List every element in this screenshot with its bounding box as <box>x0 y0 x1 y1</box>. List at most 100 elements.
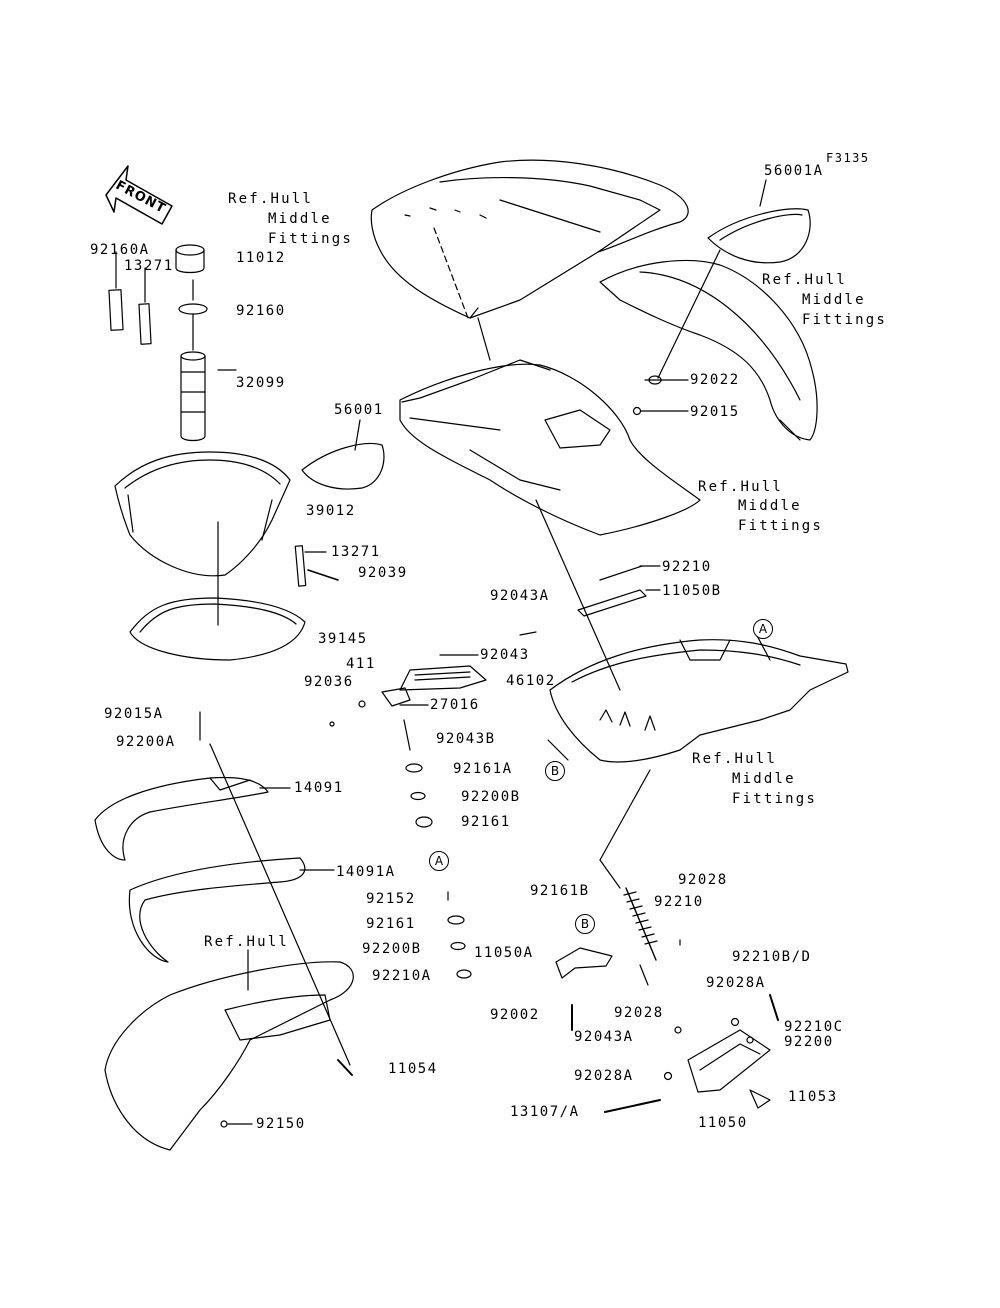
part-label: 11012 <box>236 250 286 266</box>
part-label: 92210 <box>654 894 704 910</box>
part-label: 14091 <box>294 780 344 796</box>
ref-label-4-line2: Middle <box>732 771 796 787</box>
part-label: 92200 <box>784 1034 834 1050</box>
leader-line <box>547 739 569 761</box>
storage-bin-39012 <box>114 451 291 577</box>
lower-tray-right <box>549 639 849 763</box>
part-label: 11050 <box>698 1115 748 1131</box>
part-label: 92043 <box>480 647 530 663</box>
part-label: 92160A <box>90 242 150 258</box>
bolt-stack <box>403 719 472 979</box>
part-label: 92043A <box>574 1029 634 1045</box>
bolt-13107A <box>604 1099 661 1113</box>
part-label: 92210 <box>662 559 712 575</box>
latch-46102 <box>399 665 487 691</box>
part-label: 39012 <box>306 503 356 519</box>
part-label: 56001 <box>334 402 384 418</box>
leader-line <box>477 317 491 361</box>
callout-b: B <box>575 914 595 934</box>
leader-line <box>759 179 767 207</box>
filler-cap-11012 <box>175 244 205 274</box>
part-label: 27016 <box>430 697 480 713</box>
front-arrow-icon <box>105 165 173 225</box>
ref-label-2-line3: Fittings <box>802 312 888 328</box>
storage-lid-56001 <box>301 442 385 490</box>
part-label: 13107/A <box>510 1104 580 1120</box>
ref-label-4-line1: Ref.Hull <box>692 751 778 767</box>
ref-label-3-line2: Middle <box>738 498 802 514</box>
callout-a: A <box>753 619 773 639</box>
leader-line <box>599 769 651 861</box>
ref-label-2-line1: Ref.Hull <box>762 272 848 288</box>
ref-label-3-line1: Ref.Hull <box>698 479 784 495</box>
part-label: 92015A <box>104 706 164 722</box>
part-label: 92200B <box>362 941 422 957</box>
gasket-39145 <box>129 597 306 661</box>
lower-cover-14091A <box>128 857 306 963</box>
part-label: 92002 <box>490 1007 540 1023</box>
part-label: 92161A <box>453 761 513 777</box>
leader-line <box>209 743 351 1066</box>
part-label: 39145 <box>318 631 368 647</box>
part-label: 92028 <box>678 872 728 888</box>
part-label: 92022 <box>690 372 740 388</box>
gasket-92160 <box>178 303 208 315</box>
part-label: 11050B <box>662 583 722 599</box>
part-label: 56001A <box>764 163 824 179</box>
part-label: 92210A <box>372 968 432 984</box>
part-label: 92043B <box>436 731 496 747</box>
part-label: 92043A <box>490 588 550 604</box>
bracket-13271 <box>294 545 307 587</box>
part-label: 92028A <box>574 1068 634 1084</box>
callout-a: A <box>429 851 449 871</box>
ref-label-1-line2: Middle <box>268 211 332 227</box>
part-label: 411 <box>346 656 376 672</box>
filler-pipe-32099 <box>180 351 206 442</box>
latch-27016 <box>381 687 411 707</box>
spring-92161B <box>623 887 658 961</box>
part-label: 92161 <box>366 916 416 932</box>
part-label: 92161B <box>530 883 590 899</box>
part-label: 92028A <box>706 975 766 991</box>
part-label: 92161 <box>461 814 511 830</box>
bracket-11050A <box>555 947 613 979</box>
part-label: 92160 <box>236 303 286 319</box>
part-label: 13271 <box>124 258 174 274</box>
part-label: 11050A <box>474 945 534 961</box>
part-label: 92210B/D <box>732 949 812 965</box>
leader-line <box>354 419 361 451</box>
part-label: 14091A <box>336 864 396 880</box>
strip-92160A <box>108 289 124 331</box>
part-label: 13271 <box>331 544 381 560</box>
nose-cover-14091 <box>94 776 269 861</box>
side-fairing-right <box>599 259 818 441</box>
part-label: 92039 <box>358 565 408 581</box>
leader-line <box>433 227 469 319</box>
leader-line <box>599 859 621 889</box>
part-label: 11053 <box>788 1089 838 1105</box>
part-label: 92015 <box>690 404 740 420</box>
ref-label-4-line3: Fittings <box>732 791 818 807</box>
part-label: 92200A <box>116 734 176 750</box>
callout-b: B <box>545 761 565 781</box>
ref-label-3-line3: Fittings <box>738 518 824 534</box>
part-label: 32099 <box>236 375 286 391</box>
ref-label-2-line2: Middle <box>802 292 866 308</box>
ref-label-1-line3: Fittings <box>268 231 354 247</box>
ref-label-1-line1: Ref.Hull <box>228 191 314 207</box>
plate-11053 <box>749 1089 771 1109</box>
storage-lid-56001A <box>707 208 811 264</box>
part-label: 46102 <box>506 673 556 689</box>
bracket-11050B <box>577 589 647 617</box>
part-label: 11054 <box>388 1061 438 1077</box>
handle-11050 <box>687 1029 771 1093</box>
leader-line <box>535 499 621 691</box>
part-label: 92150 <box>256 1116 306 1132</box>
strip-13271 <box>138 303 152 345</box>
hull-bow <box>104 961 354 1151</box>
part-label: 92210C <box>784 1019 844 1035</box>
leader-line <box>657 249 721 379</box>
center-body-panel <box>399 359 701 536</box>
